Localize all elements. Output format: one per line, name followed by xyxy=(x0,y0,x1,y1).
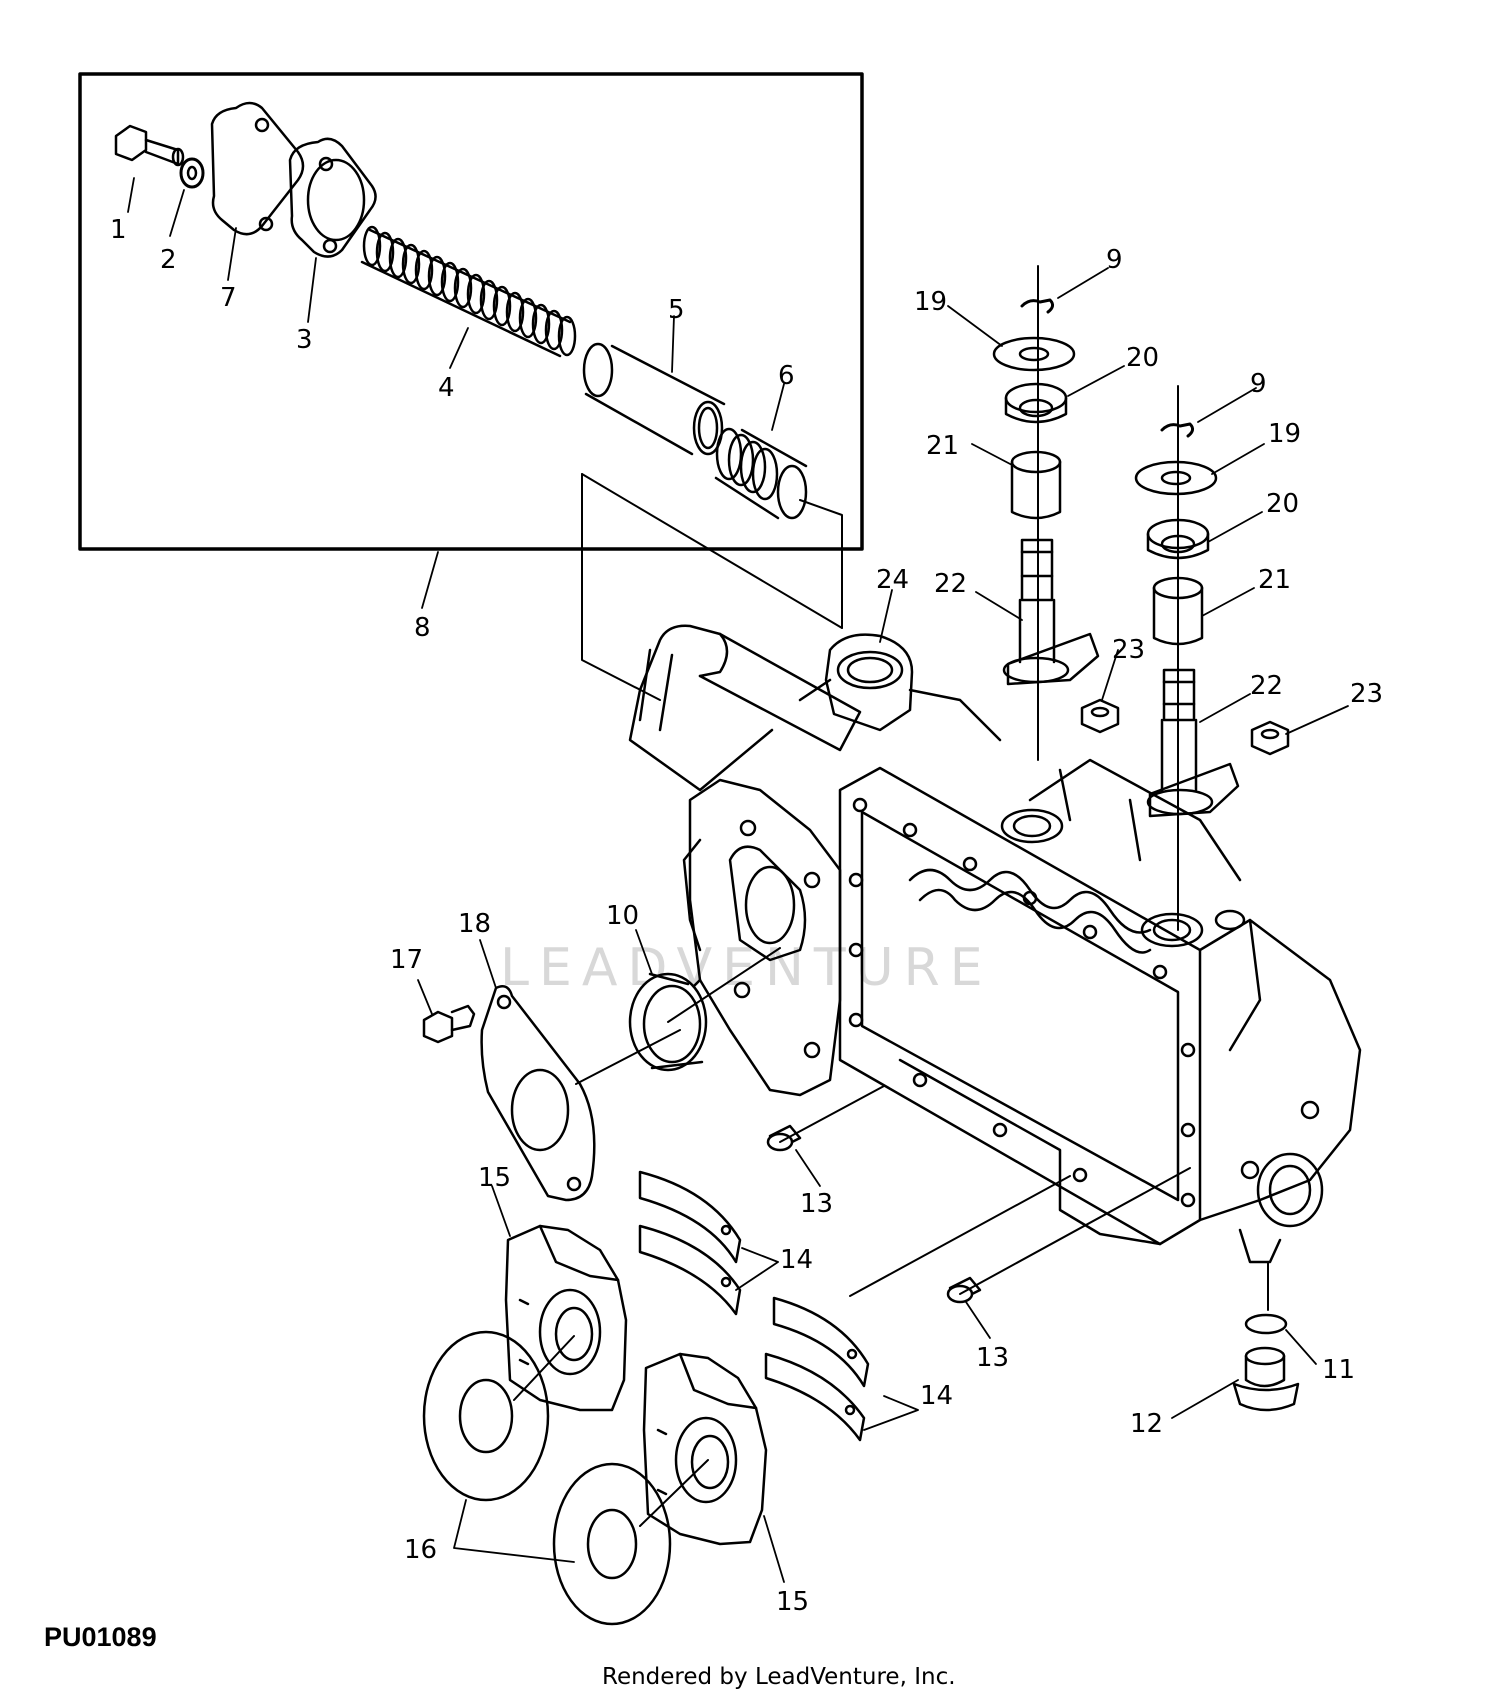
drain-plug-part-12 xyxy=(1232,1346,1300,1412)
callout-14-lower: 14 xyxy=(920,1381,953,1411)
callout-14-upper: 14 xyxy=(780,1245,813,1275)
callout-21-left: 21 xyxy=(926,431,959,461)
figure-id: PU01089 xyxy=(44,1622,157,1652)
o-ring-part-11 xyxy=(1244,1261,1288,1335)
callout-20-left: 20 xyxy=(1126,343,1159,373)
callout-19-right: 19 xyxy=(1268,419,1301,449)
bearing-shell-part-14-upper xyxy=(638,1170,742,1316)
callout-4: 4 xyxy=(438,373,455,403)
transaxle-housing xyxy=(628,624,1362,1264)
cover-plate-part-7 xyxy=(210,101,305,236)
callout-13-left: 13 xyxy=(800,1189,833,1219)
callout-8: 8 xyxy=(414,613,431,643)
kit-inset-box xyxy=(78,72,864,551)
bearing-shell-part-14-lower xyxy=(764,1175,1071,1442)
spring-bore-leader xyxy=(581,473,661,701)
callout-22-left: 22 xyxy=(934,569,967,599)
callout-15-lower: 15 xyxy=(776,1587,809,1617)
callout-19-left: 19 xyxy=(914,287,947,317)
callout-9-right: 9 xyxy=(1250,369,1267,399)
thrust-washer-part-16-upper xyxy=(422,1330,575,1502)
callout-23-right: 23 xyxy=(1350,679,1383,709)
sleeve-part-5 xyxy=(582,342,726,456)
callout-20-right: 20 xyxy=(1266,489,1299,519)
callout-23-left: 23 xyxy=(1112,635,1145,665)
gasket-part-3 xyxy=(288,137,377,258)
spring-part-4 xyxy=(360,225,577,358)
callout-2: 2 xyxy=(160,245,177,275)
callout-18: 18 xyxy=(458,909,491,939)
callout-11: 11 xyxy=(1322,1355,1355,1385)
callout-5: 5 xyxy=(668,295,685,325)
callout-24: 24 xyxy=(876,565,909,595)
callout-10: 10 xyxy=(606,901,639,931)
callout-leaders xyxy=(127,177,1349,1583)
carrier-part-15-upper xyxy=(504,1224,628,1412)
callout-1: 1 xyxy=(110,215,127,245)
callout-21-right: 21 xyxy=(1258,565,1291,595)
cap-screw-part-1 xyxy=(114,124,185,167)
dowel-pin-part-13-left xyxy=(766,1085,885,1152)
callout-9-left: 9 xyxy=(1106,245,1123,275)
gasket-part-18 xyxy=(480,985,681,1202)
shaft-stack-right xyxy=(1134,385,1240,931)
callout-15-upper: 15 xyxy=(478,1163,511,1193)
callout-22-right: 22 xyxy=(1250,671,1283,701)
thrust-washer-part-16-lower xyxy=(552,1459,709,1626)
dowel-pin-part-13-right xyxy=(946,1167,1191,1304)
callout-12: 12 xyxy=(1130,1409,1163,1439)
footer-credit: Rendered by LeadVenture, Inc. xyxy=(602,1664,956,1690)
nut-part-23-left xyxy=(1080,698,1120,734)
callout-16: 16 xyxy=(404,1535,437,1565)
watermark-text: LEADVENTURE xyxy=(500,938,993,998)
shaft-stack-left xyxy=(992,265,1100,761)
cap-screw-part-17 xyxy=(422,1004,476,1044)
washer-part-2 xyxy=(179,157,205,189)
callout-17: 17 xyxy=(390,945,423,975)
callout-7: 7 xyxy=(220,283,237,313)
kit-leader-diagonal xyxy=(581,473,843,629)
carrier-part-15-lower xyxy=(642,1352,768,1546)
callout-3: 3 xyxy=(296,325,313,355)
piston-part-6 xyxy=(714,427,808,520)
piston-bore-leader xyxy=(799,499,843,629)
nut-part-23-right xyxy=(1250,720,1290,756)
callout-13-right: 13 xyxy=(976,1343,1009,1373)
callout-6: 6 xyxy=(778,361,795,391)
